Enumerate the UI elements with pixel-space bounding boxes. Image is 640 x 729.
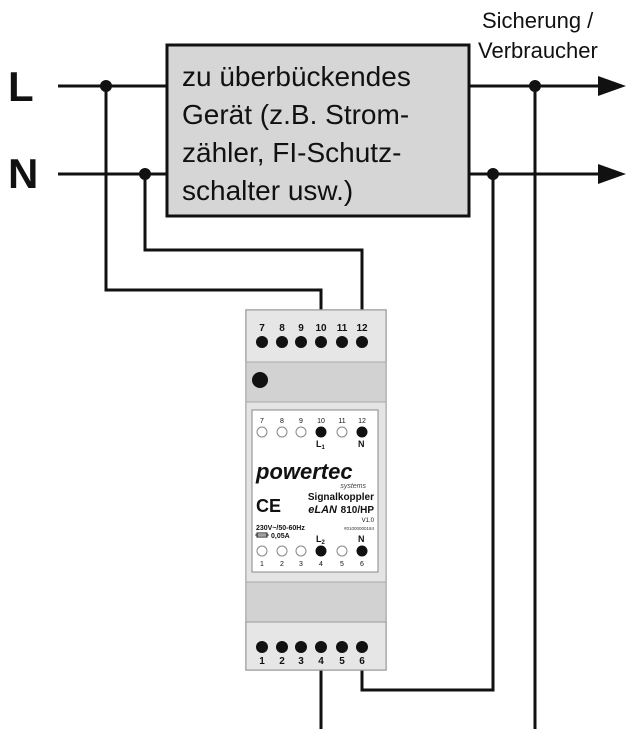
label-terminal-number: 1: [260, 561, 264, 568]
rating-voltage: 230V~/50-60Hz: [256, 525, 305, 532]
product-model: 810/HP: [341, 505, 375, 516]
bottom-terminal-number: 4: [318, 656, 324, 667]
junction-n-out: [487, 168, 499, 180]
bottom-terminal-number: 5: [339, 656, 345, 667]
rating-current: 0,05A: [271, 533, 290, 540]
device-text-line2: Gerät (z.B. Strom-: [182, 99, 409, 130]
terminal-screw-icon: [336, 336, 348, 348]
n-top-label: N: [358, 439, 365, 449]
label-terminal-number: 4: [319, 561, 323, 568]
brand-sub: systems: [340, 483, 366, 490]
terminal-screw-icon: [336, 641, 348, 653]
label-terminal-number: 8: [280, 418, 284, 425]
device-text-line1: zu überbückendes: [182, 61, 411, 92]
label-terminal-number: 11: [338, 418, 345, 425]
label-terminal-open-icon: [276, 426, 288, 438]
label-terminal-filled-icon: [315, 426, 327, 438]
l-line-label: L: [8, 63, 34, 110]
junctions: [100, 80, 541, 180]
top-terminal-number: 7: [259, 323, 265, 334]
terminal-screw-icon: [276, 641, 288, 653]
l1-label: L1: [316, 439, 326, 451]
terminal-screw-icon: [295, 641, 307, 653]
output-label-line1: Sicherung /: [482, 8, 594, 33]
product-type: Signalkoppler: [308, 492, 374, 503]
serial-number: #01000000184: [344, 526, 375, 531]
label-terminal-filled-icon: [356, 545, 368, 557]
terminal-screw-icon: [356, 336, 368, 348]
top-terminal-number: 10: [315, 323, 327, 334]
label-terminal-open-icon: [295, 426, 307, 438]
junction-l-out: [529, 80, 541, 92]
n-line-label: N: [8, 150, 38, 197]
terminal-screw-icon: [276, 336, 288, 348]
top-terminal-number: 9: [298, 323, 304, 334]
wires: [58, 84, 608, 729]
label-terminal-number: 2: [280, 561, 284, 568]
label-terminal-number: 9: [299, 418, 303, 425]
label-terminal-number: 12: [358, 418, 366, 425]
label-terminal-number: 6: [360, 561, 364, 568]
top-terminal-block: [245, 309, 387, 363]
product-prefix: eLAN: [308, 504, 338, 516]
label-terminal-open-icon: [256, 426, 268, 438]
label-terminal-open-icon: [336, 426, 348, 438]
terminal-screw-icon: [295, 336, 307, 348]
l-arrow-icon: [598, 76, 626, 96]
bridged-device-box: zu überbückendes Gerät (z.B. Strom- zähl…: [165, 43, 471, 218]
bottom-shoulder: [245, 581, 387, 623]
ce-mark: CE: [256, 496, 281, 516]
product-version: V1.0: [362, 518, 375, 524]
label-terminal-filled-icon: [356, 426, 368, 438]
output-label-line2: Verbraucher: [478, 38, 598, 63]
bottom-terminal-number: 2: [279, 656, 285, 667]
label-terminal-open-icon: [256, 545, 268, 557]
terminal-screw-icon: [256, 641, 268, 653]
top-terminal-number: 11: [337, 323, 348, 334]
terminal-screw-icon: [356, 641, 368, 653]
label-terminal-number: 3: [299, 561, 303, 568]
device-text-line4: schalter usw.): [182, 175, 353, 206]
label-terminal-number: 10: [317, 418, 325, 425]
signal-coupler-module: 7 8 9 10 11 12 1 2 3: [245, 309, 387, 671]
front-label: 7 8 9 10 11 12 L1 N powertec systems: [251, 409, 379, 573]
mounting-hole-icon: [252, 372, 268, 388]
n-arrow-icon: [598, 164, 626, 184]
top-shoulder: [245, 361, 387, 403]
label-terminal-open-icon: [276, 545, 288, 557]
top-terminal-number: 8: [279, 323, 285, 334]
terminal-screw-icon: [315, 336, 327, 348]
label-terminal-open-icon: [295, 545, 307, 557]
l-tap-wire: [104, 86, 323, 320]
arrows: [598, 76, 626, 184]
device-text-line3: zähler, FI-Schutz-: [182, 137, 401, 168]
label-terminal-open-icon: [336, 545, 348, 557]
top-terminal-number: 12: [356, 323, 368, 334]
label-terminal-number: 5: [340, 561, 344, 568]
junction-n-in: [139, 168, 151, 180]
bottom-terminal-number: 1: [259, 656, 265, 667]
label-terminal-number: 7: [260, 418, 264, 425]
front-label-panel: [251, 409, 379, 573]
bottom-terminal-number: 6: [359, 656, 365, 667]
label-terminal-filled-icon: [315, 545, 327, 557]
device-box-frame: [165, 43, 471, 218]
n-output-tap-wire: [360, 174, 495, 692]
l2-label: L2: [316, 534, 326, 546]
brand-logo: powertec: [255, 459, 353, 484]
terminal-screw-icon: [256, 336, 268, 348]
bottom-terminal-number: 3: [298, 656, 304, 667]
n-tap-wire: [143, 174, 364, 320]
terminal-screw-icon: [315, 641, 327, 653]
junction-l-in: [100, 80, 112, 92]
n-bottom-label: N: [358, 534, 365, 544]
